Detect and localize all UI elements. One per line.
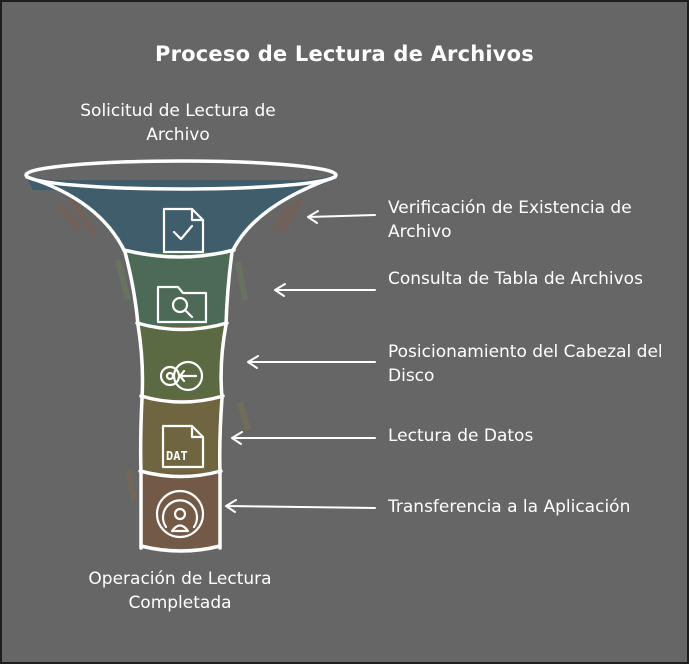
funnel-stage-5 (141, 473, 220, 548)
file-check-icon (162, 207, 205, 254)
funnel-stage-3 (138, 325, 226, 398)
connector-5 (225, 499, 376, 513)
stage-label-1: Verificación de Existencia de Archivo (388, 198, 632, 242)
stage-label-5: Transferencia a la Aplicación (388, 497, 631, 517)
stage-divider-3 (139, 394, 225, 404)
connector-3 (247, 355, 376, 369)
stage-divider-1 (122, 248, 236, 259)
funnel-stage-4 (141, 398, 222, 473)
connector-4 (231, 431, 376, 445)
disk-head-icon (159, 360, 204, 392)
stage-label-2: Consulta de Tabla de Archivos (388, 269, 643, 289)
funnel-rim (24, 159, 338, 191)
funnel-input-label: Solicitud de Lectura de Archivo (80, 101, 276, 145)
stage-label-3: Posicionamiento del Cabezal del Disco (388, 342, 663, 386)
connector-2 (274, 283, 376, 297)
diagram-title: Proceso de Lectura de Archivos (155, 42, 534, 66)
connector-1 (307, 210, 376, 224)
broadcast-user-icon (155, 489, 205, 539)
funnel-stage-1-body (33, 180, 332, 252)
folder-search-icon (156, 285, 208, 324)
funnel-bottom (139, 544, 222, 553)
dat-file-icon (161, 424, 205, 469)
stage-divider-2 (135, 321, 229, 332)
stage-label-4: Lectura de Datos (388, 426, 534, 446)
stage-divider-4 (138, 469, 223, 479)
dat-file-icon-text: DAT (166, 449, 188, 463)
funnel-output-label: Operación de Lectura Completada (88, 569, 272, 613)
